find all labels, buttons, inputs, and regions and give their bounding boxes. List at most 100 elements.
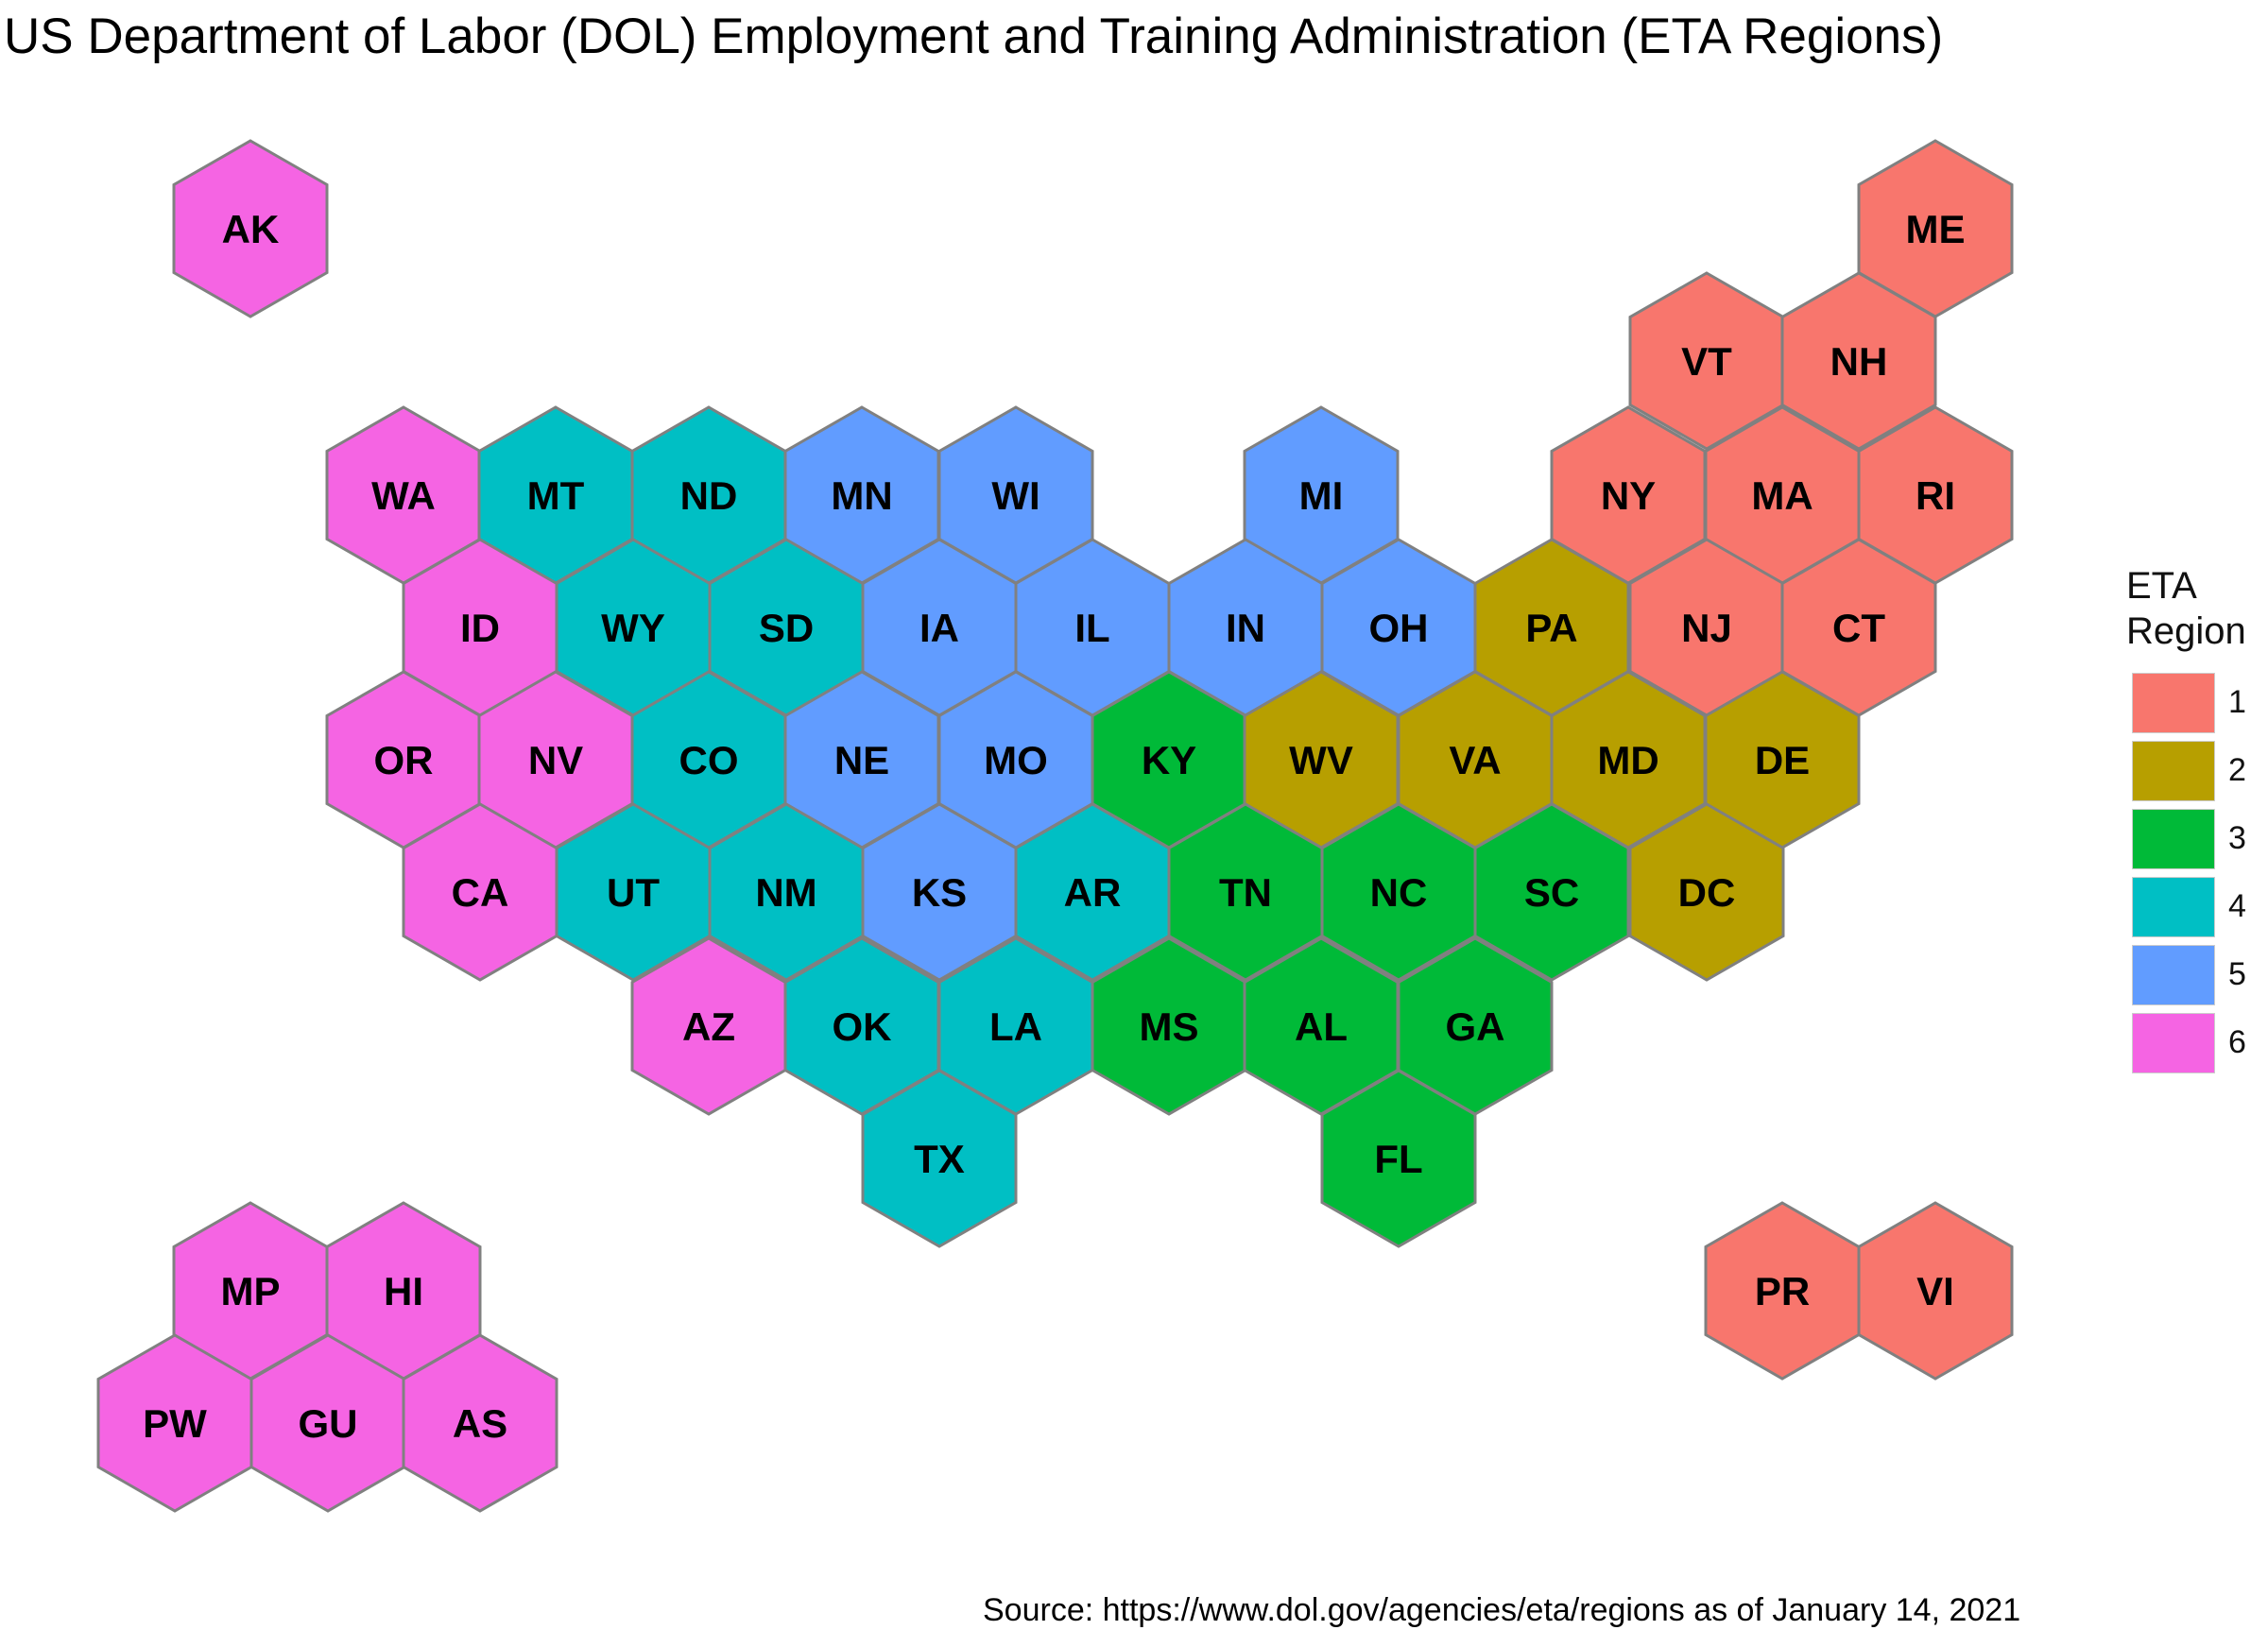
- legend-swatch: [2132, 1013, 2215, 1073]
- hex-va: VA: [1397, 670, 1554, 849]
- hex-wy: WY: [555, 538, 712, 717]
- hex-mi: MI: [1243, 405, 1400, 585]
- hex-label: MI: [1299, 473, 1344, 518]
- legend-swatch: [2132, 673, 2215, 733]
- hex-label: LA: [989, 1004, 1042, 1049]
- legend-item-region-5: 5: [2126, 945, 2268, 1013]
- hex-ar: AR: [1014, 802, 1171, 982]
- hex-nm: NM: [708, 802, 865, 982]
- hex-label: OR: [374, 738, 434, 782]
- legend-swatch: [2132, 809, 2215, 869]
- hex-label: SC: [1524, 870, 1579, 915]
- legend-item-region-2: 2: [2126, 741, 2268, 809]
- hex-label: GU: [299, 1401, 358, 1446]
- hex-tx: TX: [861, 1069, 1018, 1248]
- hex-vi: VI: [1857, 1201, 2014, 1381]
- hex-tn: TN: [1167, 802, 1324, 982]
- hex-label: VA: [1449, 738, 1501, 782]
- legend-title-line2: Region: [2126, 610, 2246, 652]
- hex-label: WA: [371, 473, 436, 518]
- hex-label: UT: [607, 870, 660, 915]
- hex-sd: SD: [708, 538, 865, 717]
- hex-label: FL: [1374, 1137, 1422, 1181]
- hex-label: TN: [1219, 870, 1272, 915]
- hex-me: ME: [1857, 139, 2014, 318]
- legend-swatch: [2132, 741, 2215, 801]
- hex-label: VI: [1916, 1269, 1954, 1313]
- hex-label: NH: [1830, 339, 1888, 384]
- hex-label: OH: [1369, 606, 1429, 650]
- hex-label: GA: [1446, 1004, 1505, 1049]
- hex-nc: NC: [1320, 802, 1477, 982]
- hex-as: AS: [402, 1333, 558, 1513]
- legend-item-region-6: 6: [2126, 1013, 2268, 1081]
- hex-pr: PR: [1704, 1201, 1861, 1381]
- hex-label: MN: [831, 473, 892, 518]
- hex-ca: CA: [402, 802, 558, 982]
- hex-label: NY: [1601, 473, 1656, 518]
- hex-id: ID: [402, 538, 558, 717]
- hex-label: HI: [384, 1269, 423, 1313]
- hex-label: IN: [1226, 606, 1265, 650]
- hex-sc: SC: [1473, 802, 1630, 982]
- legend-swatch: [2132, 877, 2215, 937]
- hex-tile: [1320, 1069, 1477, 1248]
- hex-fl: FL: [1320, 1069, 1477, 1248]
- hex-label: DE: [1755, 738, 1810, 782]
- hex-label: KS: [912, 870, 967, 915]
- hex-wv: WV: [1243, 670, 1400, 849]
- hex-label: MP: [221, 1269, 281, 1313]
- hex-label: PA: [1525, 606, 1577, 650]
- legend-label: 5: [2228, 956, 2246, 992]
- hex-de: DE: [1704, 670, 1861, 849]
- hex-label: NV: [528, 738, 583, 782]
- hex-tile: [861, 1069, 1018, 1248]
- hex-tile: [172, 139, 329, 318]
- hex-label: AZ: [682, 1004, 735, 1049]
- hex-label: OK: [833, 1004, 892, 1049]
- hex-label: AS: [453, 1401, 507, 1446]
- hex-nh: NH: [1780, 271, 1937, 451]
- hex-ak: AK: [172, 139, 329, 318]
- hex-label: WI: [991, 473, 1040, 518]
- hex-label: IL: [1074, 606, 1109, 650]
- hex-tile: [402, 1333, 558, 1513]
- hex-label: WV: [1289, 738, 1353, 782]
- hex-label: NJ: [1681, 606, 1732, 650]
- legend-title: ETA Region: [2126, 563, 2268, 654]
- hex-tile: [1857, 1201, 2014, 1381]
- hex-tile: [1780, 271, 1937, 451]
- hex-label: ID: [460, 606, 500, 650]
- hex-label: NC: [1370, 870, 1428, 915]
- hex-ia: IA: [861, 538, 1018, 717]
- hex-label: TX: [914, 1137, 965, 1181]
- hex-pw: PW: [96, 1333, 253, 1513]
- hex-nd: ND: [630, 405, 787, 585]
- hex-label: AL: [1295, 1004, 1348, 1049]
- hex-label: NM: [755, 870, 816, 915]
- hex-gu: GU: [249, 1333, 406, 1513]
- hex-ms: MS: [1091, 936, 1247, 1116]
- source-note: Source: https://www.dol.gov/agencies/eta…: [983, 1592, 2021, 1628]
- legend-item-region-3: 3: [2126, 809, 2268, 877]
- legend-title-line1: ETA: [2126, 565, 2197, 607]
- legend-label: 6: [2228, 1024, 2246, 1060]
- hex-label: RI: [1916, 473, 1955, 518]
- legend-label: 4: [2228, 888, 2246, 924]
- hex-label: AK: [222, 207, 280, 251]
- hex-ut: UT: [555, 802, 712, 982]
- hex-label: CT: [1832, 606, 1885, 650]
- hex-az: AZ: [630, 936, 787, 1116]
- hex-ny: NY: [1550, 405, 1707, 585]
- hex-label: AR: [1064, 870, 1122, 915]
- hex-label: PR: [1755, 1269, 1810, 1313]
- hex-label: KY: [1142, 738, 1196, 782]
- hex-label: PW: [143, 1401, 207, 1446]
- legend-swatch: [2132, 945, 2215, 1005]
- hex-label: DC: [1678, 870, 1736, 915]
- hex-label: MO: [984, 738, 1048, 782]
- legend-item-region-1: 1: [2126, 673, 2268, 741]
